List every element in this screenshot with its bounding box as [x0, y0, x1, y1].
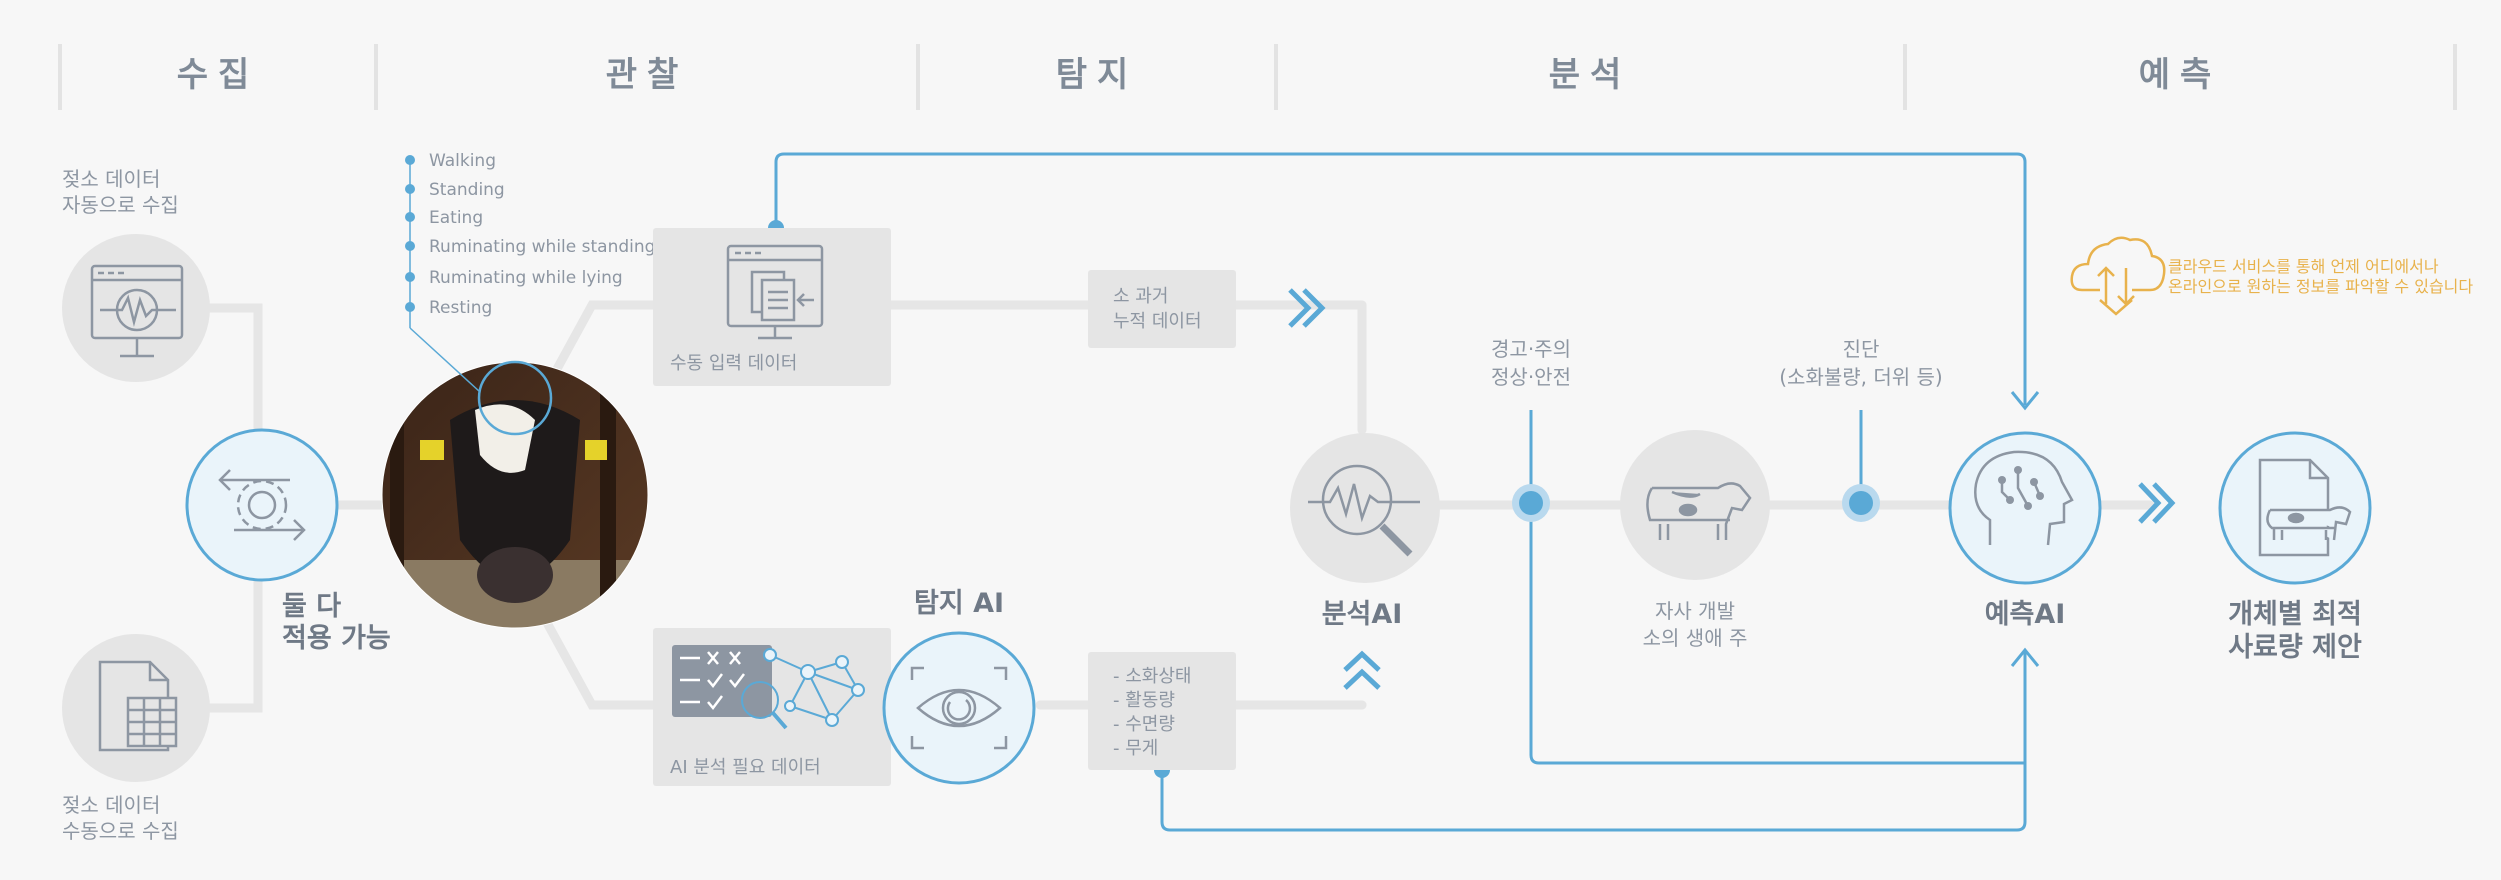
result-label-2: 사료량 제안	[2228, 632, 2362, 663]
monitor-docs-icon	[726, 244, 824, 340]
cloud-note-1: 클라우드 서비스를 통해 언제 어디에서나	[2168, 257, 2439, 276]
manual-collect-label-2: 수동으로 수집	[62, 819, 179, 843]
junction-dot	[1519, 491, 1543, 515]
predict-ai-title: 예측AI	[1985, 599, 2066, 630]
document-cow-icon	[2258, 458, 2352, 557]
behavior-item: Eating	[429, 208, 483, 228]
stage-title-observe: 관찰	[606, 55, 689, 95]
analysis-ai-title: 분석AI	[1322, 599, 1403, 630]
cow-focus-ring	[477, 360, 553, 436]
ai-head-icon	[1974, 450, 2074, 546]
both-apply-label-2: 적용 가능	[282, 623, 391, 654]
chevron-up-icon	[1343, 650, 1381, 690]
manual-collect-label-1: 젖소 데이터	[62, 793, 160, 817]
history-data-label-1: 소 과거	[1113, 286, 1168, 307]
result-circle	[2218, 431, 2372, 585]
junction-dot	[1849, 491, 1873, 515]
cow-lifecycle-label-1: 자사 개발	[1655, 599, 1735, 623]
both-apply-circle	[185, 428, 339, 582]
detect-item: - 활동량	[1113, 690, 1175, 711]
behavior-item: Walking	[429, 151, 496, 171]
stage-title-detect: 탐지	[1056, 55, 1139, 95]
manual-input-label: 수동 입력 데이터	[670, 353, 797, 374]
cow-lifecycle-circle	[1620, 430, 1770, 580]
cloud-updown-icon	[2070, 236, 2166, 316]
gear-cycle-icon	[218, 469, 306, 541]
auto-collect-circle	[62, 234, 210, 382]
stage-title-predict: 예측	[2139, 55, 2222, 95]
both-apply-label-1: 둘 다	[282, 591, 341, 622]
cow-icon	[1646, 482, 1752, 540]
detect-item: - 무게	[1113, 738, 1158, 759]
stage-title-analyze: 분석	[1549, 55, 1632, 95]
eye-scan-icon	[910, 666, 1008, 750]
history-data-label-2: 누적 데이터	[1113, 311, 1202, 332]
behavior-item: Ruminating while lying	[429, 268, 623, 288]
monitor-sync-icon	[90, 264, 184, 358]
behavior-item: Ruminating while standing	[429, 237, 655, 257]
ai-analysis-label: AI 분석 필요 데이터	[670, 757, 821, 778]
cow-lifecycle-label-2: 소의 생애 주	[1643, 626, 1748, 650]
checklist-network-icon	[672, 645, 865, 730]
history-data-box	[1088, 270, 1236, 348]
magnifier-wave-icon	[1308, 464, 1420, 557]
diagnosis-label-1: 진단	[1843, 337, 1880, 361]
stage-title-collect: 수집	[177, 55, 260, 95]
detect-item: - 소화상태	[1113, 666, 1191, 687]
spreadsheet-icon	[98, 660, 178, 752]
behavior-item: Resting	[429, 298, 492, 318]
behavior-item: Standing	[429, 180, 505, 200]
chevron-right-icon	[1288, 288, 1326, 328]
cow-photo	[382, 362, 648, 628]
detect-items-box	[1088, 652, 1236, 770]
auto-collect-label-2: 자동으로 수집	[62, 193, 179, 217]
cloud-note-2: 온라인으로 원하는 정보를 파악할 수 있습니다	[2168, 277, 2473, 296]
detect-item: - 수면량	[1113, 714, 1175, 735]
result-label-1: 개체별 최적	[2228, 599, 2362, 630]
behavior-list: Walking Standing Eating Ruminating while…	[405, 151, 655, 393]
stage-header: 수집 관찰 탐지 분석 예측	[58, 44, 2457, 110]
warning-label-1: 경고·주의	[1491, 337, 1571, 361]
auto-collect-label-1: 젖소 데이터	[62, 167, 160, 191]
detect-ai-circle	[882, 631, 1036, 785]
warning-label-2: 정상·안전	[1491, 365, 1571, 389]
diagnosis-label-2: (소화불량, 더위 등)	[1779, 365, 1942, 389]
chevron-right-icon	[2138, 482, 2176, 524]
detect-ai-title: 탐지 AI	[914, 588, 1004, 619]
connector-lines	[185, 300, 2155, 713]
